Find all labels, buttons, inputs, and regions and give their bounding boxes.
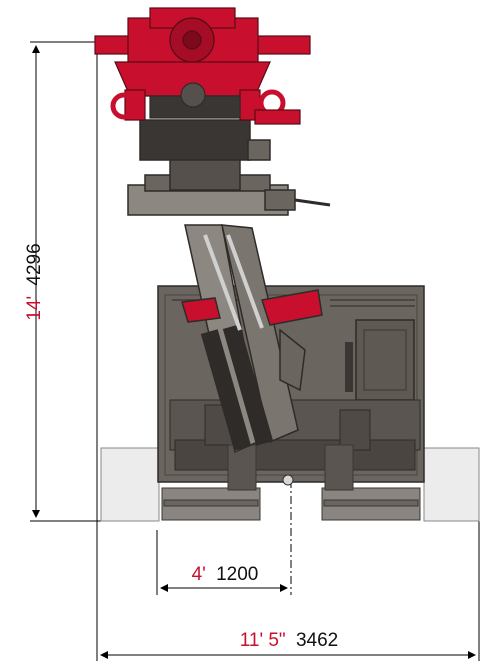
overall-width-imperial: 11' 5" [240,630,286,651]
gimbal-assembly [127,119,331,216]
engine-hatch [355,319,415,401]
boom-arm [181,224,323,454]
track-gauge-imperial: 4' [192,564,206,585]
right-outrigger-pad [423,447,480,522]
drill-head [94,7,311,125]
tracks [161,444,421,521]
track-gauge-dimension-label: 4' 1200 [192,564,259,585]
height-imperial: 14' [24,296,45,321]
left-outrigger-pad [100,447,160,522]
overall-width-metric: 3462 [296,630,338,651]
height-metric: 4296 [24,243,45,285]
height-dimension-label: 14' 4296 [24,243,45,320]
overall-width-dimension-label: 11' 5" 3462 [240,630,339,651]
outriggers [100,447,480,522]
track-gauge-metric: 1200 [216,564,258,585]
